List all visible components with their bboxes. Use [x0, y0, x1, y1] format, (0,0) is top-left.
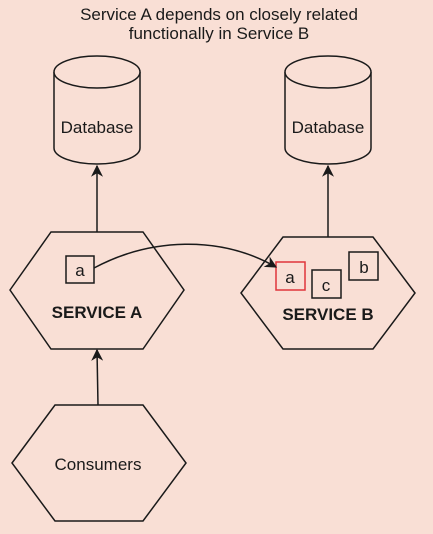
service-b-label: SERVICE B [282, 305, 373, 324]
consumers-hexagon [11, 404, 187, 522]
service-b-component-a-box [275, 261, 306, 291]
database-b-body [284, 72, 372, 165]
service-b-component-c-label: c [322, 276, 331, 295]
service-a-component-a-label: a [75, 261, 85, 280]
database-a-top [53, 55, 141, 89]
database-b: Database [284, 55, 372, 165]
service-b-component-c-box [311, 269, 342, 299]
consumers: Consumers [11, 404, 187, 522]
service-b-component-b-box [348, 251, 379, 281]
consumers-label: Consumers [55, 455, 142, 474]
service-a: a SERVICE A [9, 231, 185, 350]
service-a-component-a-box [65, 255, 95, 284]
diagram-title-line-2: functionally in Service B [129, 24, 309, 43]
service-a-label: SERVICE A [52, 303, 143, 322]
service-a-hexagon [9, 231, 185, 350]
database-a-label: Database [61, 118, 134, 137]
database-b-top [284, 55, 372, 89]
database-a-body [53, 72, 141, 165]
database-b-label: Database [292, 118, 365, 137]
dependency-arrow-a-to-b [93, 243, 278, 269]
arrow-consumers-to-service-a [91, 348, 104, 406]
service-b-component-b-label: b [359, 258, 368, 277]
database-a: Database [53, 55, 141, 165]
diagram-title-line-1: Service A depends on closely related [80, 5, 358, 24]
service-b-component-a-label: a [285, 268, 295, 287]
service-b: a c b SERVICE B [240, 236, 416, 350]
